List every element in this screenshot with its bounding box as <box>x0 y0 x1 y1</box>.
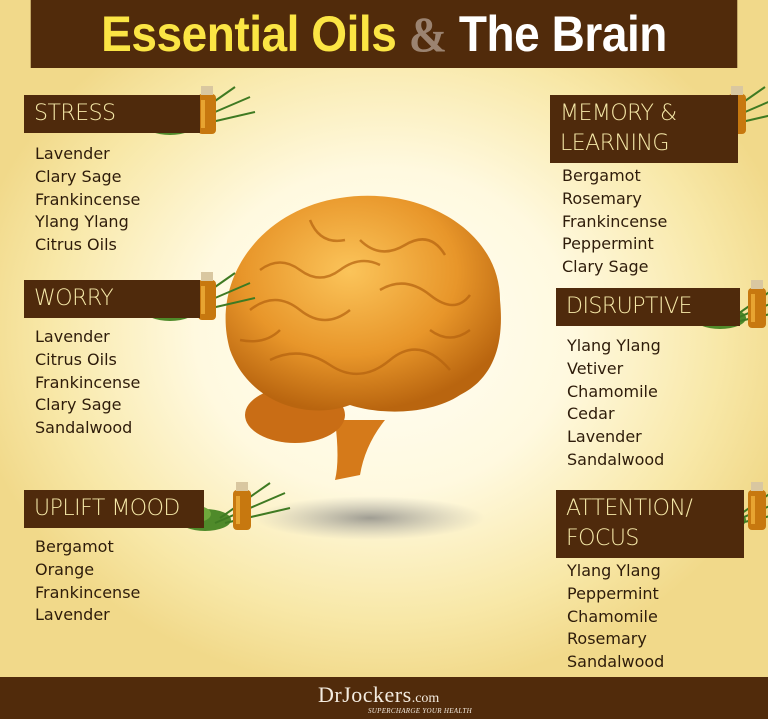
section-heading-attention-focus: ATTENTION/FOCUS <box>556 490 744 558</box>
oil-item: Frankincense <box>35 582 141 602</box>
oil-item: Bergamot <box>562 166 641 185</box>
oil-item: Vetiver <box>567 358 624 378</box>
oil-item: Clary Sage <box>562 257 649 277</box>
oil-item: Citrus Oils <box>35 235 117 255</box>
oil-item: Lavender <box>35 144 110 163</box>
oil-item: Bergamot <box>35 537 114 556</box>
oil-item: Cedar <box>567 404 615 424</box>
oil-item: Frankincense <box>35 189 141 209</box>
oil-item: Ylang Ylang <box>567 336 661 355</box>
oil-item: Sandalwood <box>567 652 665 672</box>
oil-item: Lavender <box>35 605 110 625</box>
heading-line: FOCUS <box>566 526 639 551</box>
oil-item: Rosemary <box>567 629 647 649</box>
oil-item: Clary Sage <box>35 395 122 415</box>
section-heading-disruptive: DISRUPTIVE <box>556 288 740 326</box>
oil-item: Peppermint <box>562 234 654 254</box>
page-title: Essential Oils & The Brain <box>30 0 738 68</box>
oil-item: Sandalwood <box>35 418 133 438</box>
section-heading-stress: STRESS <box>24 95 200 133</box>
section-heading-uplift-mood: UPLIFT MOOD <box>24 490 204 528</box>
oil-item: Peppermint <box>567 583 659 603</box>
section-heading-worry: WORRY <box>24 280 200 318</box>
oil-item: Sandalwood <box>567 449 665 469</box>
heading-line: MEMORY & <box>560 101 677 126</box>
heading-line: ATTENTION/ <box>566 496 693 521</box>
oil-item: Ylang Ylang <box>35 212 129 232</box>
oil-item: Clary Sage <box>35 166 122 186</box>
oil-item: Ylang Ylang <box>567 561 661 580</box>
brain-illustration <box>225 195 501 540</box>
oil-item: Orange <box>35 559 95 579</box>
oil-item: Chamomile <box>567 606 658 626</box>
heading-line: LEARNING <box>560 131 669 156</box>
oil-item: Rosemary <box>562 188 642 208</box>
oil-item: Chamomile <box>567 381 658 401</box>
oil-item: Lavender <box>35 327 110 346</box>
oil-item: Lavender <box>567 427 642 447</box>
footer: DrJockers.com SUPERCHARGE YOUR HEALTH <box>0 677 768 719</box>
oil-item: Frankincense <box>35 372 141 392</box>
oil-item: Citrus Oils <box>35 349 117 369</box>
oil-item: Frankincense <box>562 211 668 231</box>
drjockers-logo[interactable]: DrJockers.com SUPERCHARGE YOUR HEALTH <box>318 682 472 715</box>
section-heading-memory-learning: MEMORY & LEARNING <box>550 95 738 163</box>
